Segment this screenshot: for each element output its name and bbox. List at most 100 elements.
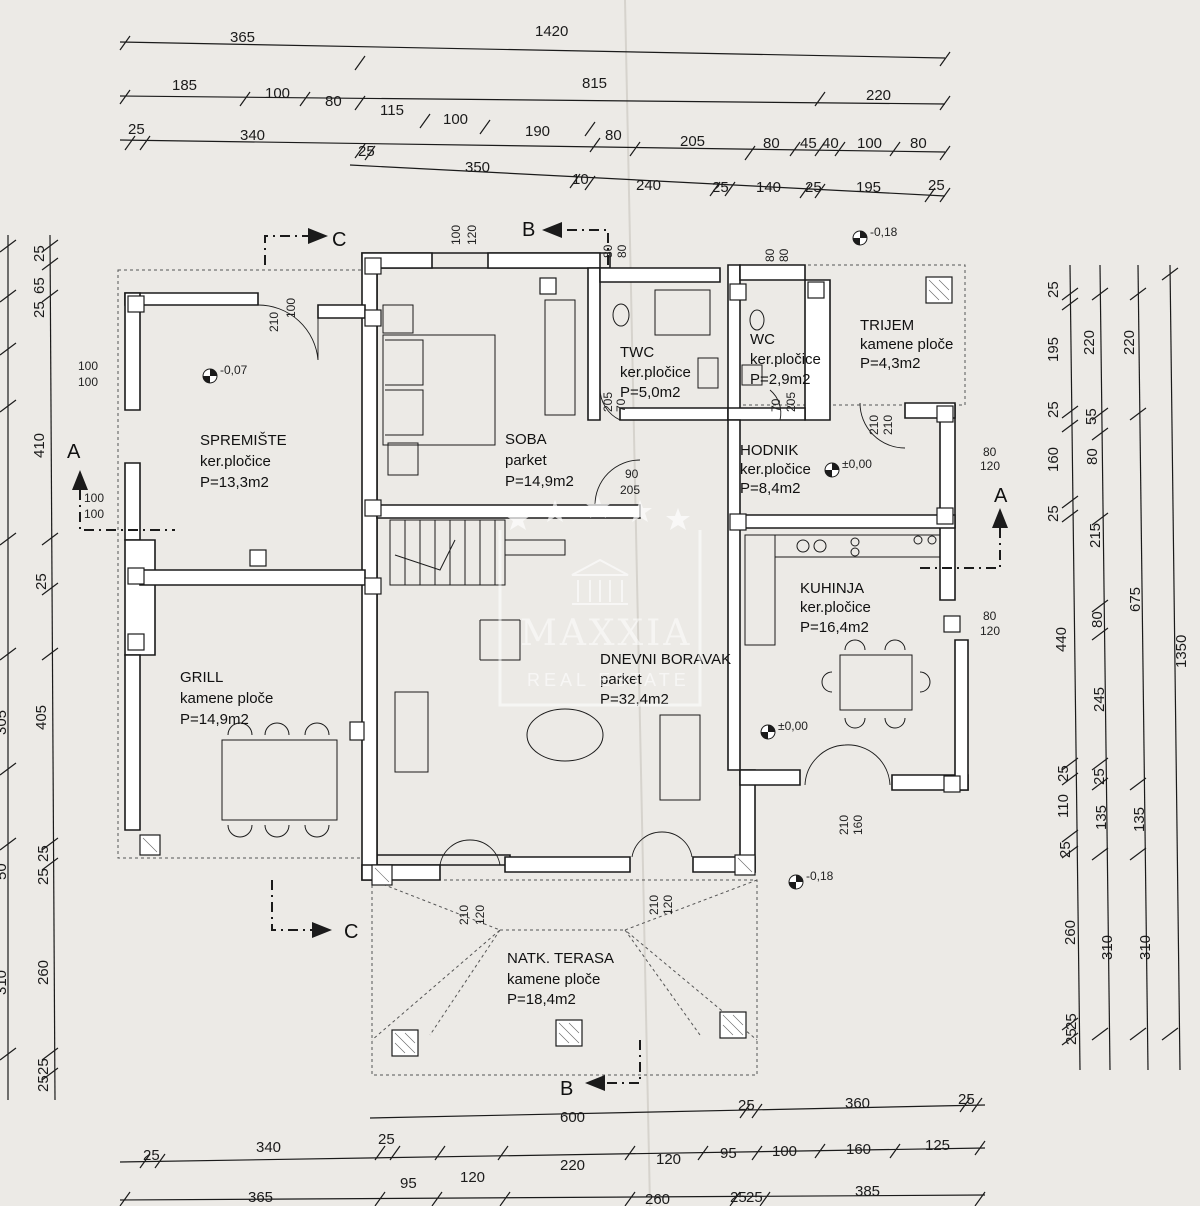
sink (741, 364, 763, 386)
room-area: P=14,9m2 (180, 711, 249, 728)
opening-label: 210 (881, 415, 895, 435)
opening-label: 100 (78, 375, 98, 389)
dim-label: 240 (636, 177, 661, 194)
dim-label: 1420 (535, 23, 568, 40)
opening-label: 100 (284, 298, 298, 318)
pillar (936, 405, 954, 423)
dim-label: 115 (380, 102, 404, 119)
dim-label: 25 (1063, 1028, 1080, 1045)
room-area: P=8,4m2 (740, 480, 800, 497)
opening-label: 100 (78, 359, 98, 373)
opening-label: 210 (457, 905, 471, 925)
level-label: ±0,00 (778, 719, 808, 733)
room-name: TWC (620, 344, 654, 361)
bottom-dimension-labels: 600 25 360 25 25 340 25 120 95 100 160 1… (143, 1091, 975, 1206)
dim-label: 25 (805, 179, 822, 196)
room-floor: kamene ploče (860, 336, 953, 353)
dim-label: 25 (712, 179, 729, 196)
staircase (389, 519, 566, 586)
dim-label: 125 (925, 1137, 950, 1154)
left-dimension-labels: 25 65 25 410 25 405 305 50 25 25 260 310… (0, 245, 52, 1092)
dim-label: 25 (1057, 841, 1074, 858)
opening-label: 80 (763, 248, 777, 262)
paper-fold (624, 0, 651, 1206)
dim-label: 25 (746, 1189, 763, 1206)
dim-label: 260 (35, 960, 52, 985)
dim-label: 25 (35, 1075, 52, 1092)
dim-label: 120 (460, 1169, 485, 1186)
opening-label: 70 (614, 398, 628, 412)
opening-label: 120 (661, 895, 675, 915)
dim-label: 135 (1093, 805, 1110, 830)
dim-label: 25 (33, 573, 50, 590)
dining-table (839, 654, 913, 711)
opening-label: 90 (625, 467, 639, 481)
room-floor: ker.pločice (800, 599, 871, 616)
furniture (221, 289, 941, 838)
opening-label: 80 (777, 248, 791, 262)
dim-label: 100 (772, 1143, 797, 1160)
dim-label: 385 (855, 1183, 880, 1200)
section-label-a: A (994, 485, 1008, 507)
opening-label: 80 (983, 609, 997, 623)
pillar (943, 615, 961, 633)
room-area: P=18,4m2 (507, 991, 576, 1008)
dim-label: 340 (240, 127, 265, 144)
dim-label: 100 (265, 85, 290, 102)
dim-label: 120 (656, 1151, 681, 1168)
dim-label: 25 (35, 1058, 52, 1075)
dim-label: 25 (1063, 1013, 1080, 1030)
dim-label: 80 (763, 135, 780, 152)
dim-label: 25 (31, 301, 48, 318)
dim-label: 25 (128, 121, 145, 138)
dim-label: 815 (582, 75, 607, 92)
opening-label: 205 (784, 392, 798, 412)
opening-label: 210 (867, 415, 881, 435)
dim-label: 25 (358, 143, 375, 160)
dim-label: 340 (256, 1139, 281, 1156)
dim-label: 220 (866, 87, 891, 104)
dim-label: 205 (680, 133, 705, 150)
dim-label: 260 (1062, 920, 1079, 945)
level-marker: -0,18 (852, 225, 898, 246)
dim-label: 160 (846, 1141, 871, 1158)
pillar (249, 549, 267, 567)
dim-label: 80 (1084, 448, 1101, 465)
dim-label: 185 (172, 77, 197, 94)
room-floor: kamene ploče (180, 690, 273, 707)
opening-label: 205 (620, 483, 640, 497)
room-area: P=2,9m2 (750, 371, 810, 388)
room-floor: parket (505, 452, 548, 469)
coffee-table (526, 708, 604, 762)
level-label: ±0,00 (842, 457, 872, 471)
pillar (729, 283, 747, 301)
room-name: HODNIK (740, 442, 798, 459)
dim-label: 55 (1083, 408, 1100, 425)
pillar (364, 499, 382, 517)
door-swings (257, 304, 906, 866)
pillar (729, 513, 747, 531)
dim-label: 25 (1045, 281, 1062, 298)
pillar (943, 775, 961, 793)
toilet (749, 309, 765, 331)
dim-label: 260 (645, 1191, 670, 1206)
dim-label: 25 (143, 1147, 160, 1164)
dim-label: 25 (1091, 768, 1108, 785)
dim-label: 25 (1055, 765, 1072, 782)
dim-label: 190 (525, 123, 550, 140)
room-floor: ker.pločice (750, 351, 821, 368)
dim-label: 100 (857, 135, 882, 152)
room-name: WC (750, 331, 775, 348)
opening-label: 210 (837, 815, 851, 835)
opening-label: 100 (449, 225, 463, 245)
level-label: -0,18 (806, 869, 834, 883)
pillar (127, 633, 145, 651)
dim-label: 220 (1081, 330, 1098, 355)
watermark-logo: MAXXIA REAL ESTATE (498, 496, 702, 707)
top-dimension-labels: 365 1420 185 100 80 115 100 190 80 205 8… (128, 23, 945, 196)
dim-label: 220 (560, 1157, 585, 1174)
grill-table (221, 739, 338, 821)
opening-label: 80 (615, 244, 629, 258)
room-floor: parket (600, 671, 643, 688)
pillar (349, 721, 365, 741)
